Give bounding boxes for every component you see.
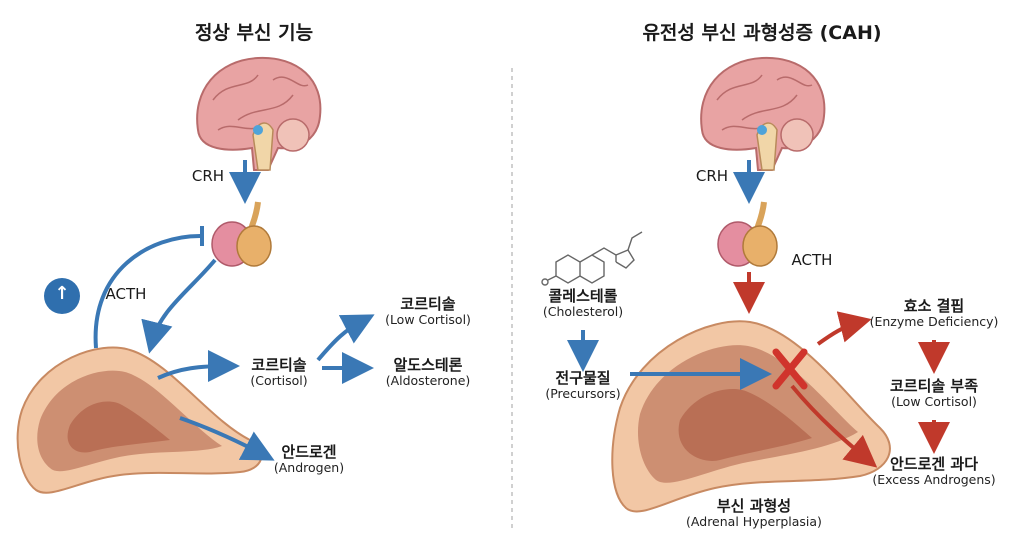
pituitary-icon (212, 202, 271, 266)
androgen-arrow (179, 416, 275, 461)
aldosterone-ko: 알도스테론 (393, 356, 463, 374)
brain-icon (196, 56, 322, 171)
androgen-label: 안드로겐 (Androgen) (273, 443, 345, 476)
enzyme-ko: 효소 결핍 (903, 297, 965, 315)
cholesterol-label: 콜레스테롤 (Cholesterol) (542, 287, 624, 320)
acth-arrow (141, 258, 217, 354)
acth-label-right: ACTH (791, 251, 833, 269)
low-cortisol-en: (Low Cortisol) (385, 312, 471, 328)
aldosterone-label: 알도스테론 (Aldosterone) (385, 356, 471, 389)
low-cortisol-right-ko: 코르티솔 부족 (889, 377, 979, 395)
hyperplasia-en: (Adrenal Hyperplasia) (686, 514, 822, 530)
cortisol-label: 코르티솔 (Cortisol) (250, 356, 308, 389)
feedback-badge-symbol: ↑ (54, 283, 70, 304)
precursors-ko: 전구물질 (555, 369, 611, 387)
right-panel-title: 유전성 부신 과형성증 (CAH) (642, 22, 882, 44)
cortisol-ko: 코르티솔 (251, 356, 307, 374)
cortisol-arrow (157, 350, 240, 383)
cholesterol-en: (Cholesterol) (542, 304, 624, 320)
low-cortisol-right-en: (Low Cortisol) (891, 394, 977, 410)
aldosterone-en: (Aldosterone) (385, 373, 471, 389)
feedback-badge (44, 278, 80, 314)
block-icon (772, 348, 808, 390)
excess-androgens-label: 안드로겐 과다 (Excess Androgens) (872, 455, 996, 488)
excess-androgens-en: (Excess Androgens) (872, 472, 996, 488)
precursors-label: 전구물질 (Precursors) (545, 369, 621, 402)
hyperplasia-ko: 부신 과형성 (716, 497, 792, 515)
low-cortisol-label: 코르티솔 (Low Cortisol) (385, 295, 471, 328)
brain-icon-right (700, 56, 826, 171)
adrenal-medulla-right (678, 389, 812, 461)
androgen-en: (Androgen) (273, 460, 345, 476)
feedback-arrow (93, 234, 201, 349)
androgen-ko: 안드로겐 (281, 443, 337, 461)
enzyme-deficiency-label: 효소 결핍 (Enzyme Deficiency) (869, 297, 999, 330)
crh-label: CRH (191, 167, 225, 185)
cholesterol-ko: 콜레스테롤 (548, 287, 618, 305)
enzyme-en: (Enzyme Deficiency) (869, 314, 999, 330)
low-cortisol-arrow (316, 314, 375, 362)
crh-label-right: CRH (695, 167, 729, 185)
excess-androgens-ko: 안드로겐 과다 (889, 455, 979, 473)
adrenal-hyperplasia-label: 부신 과형성 (Adrenal Hyperplasia) (686, 497, 822, 530)
low-cortisol-right-label: 코르티솔 부족 (Low Cortisol) (889, 377, 979, 410)
enzyme-arrow (816, 311, 872, 346)
acth-label: ACTH (105, 285, 147, 303)
left-panel-title: 정상 부신 기능 (194, 22, 314, 44)
adrenal-medulla-left (67, 401, 170, 453)
steroid-structure-icon (541, 231, 643, 286)
pituitary-icon-right (718, 202, 777, 266)
low-cortisol-ko: 코르티솔 (400, 295, 456, 313)
precursors-en: (Precursors) (545, 386, 621, 402)
excess-androgen-arrow (790, 384, 878, 468)
cortisol-en: (Cortisol) (250, 373, 308, 389)
